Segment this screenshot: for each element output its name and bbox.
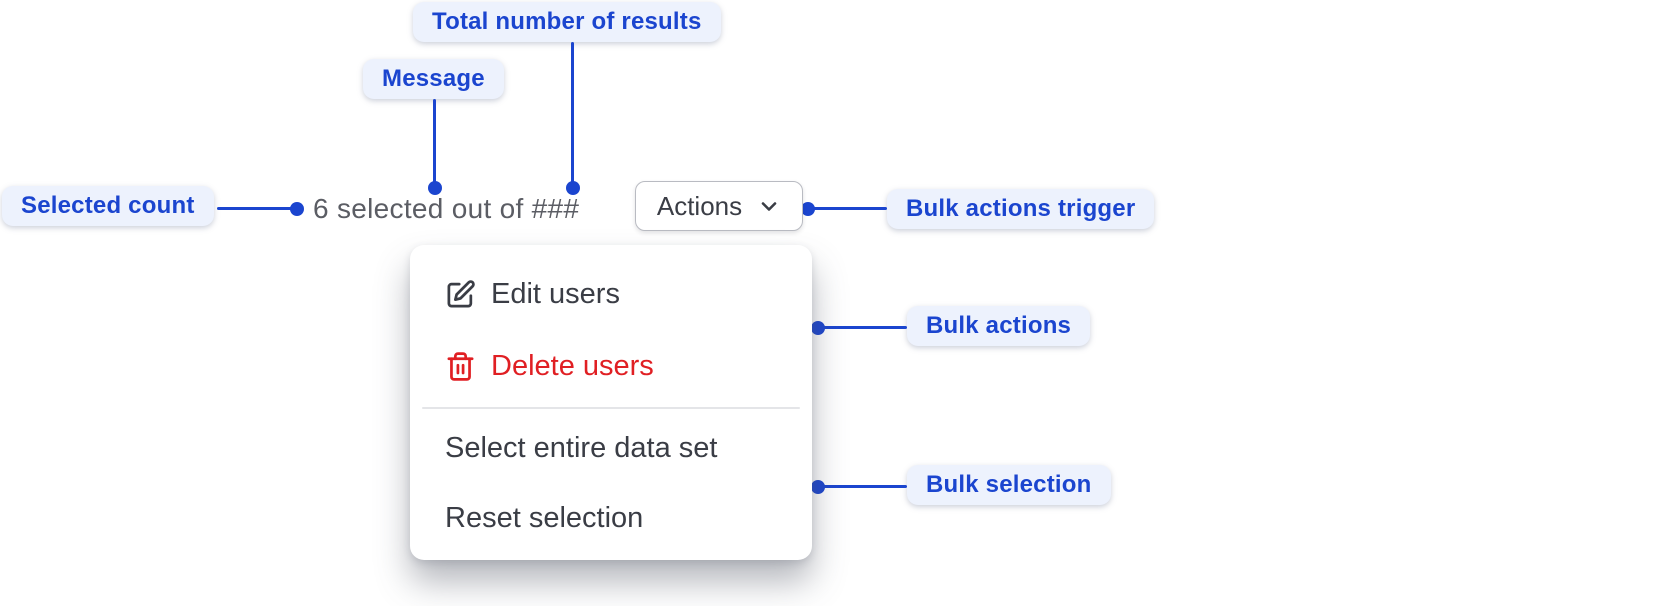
- connector-dot-bulk-selection: [811, 480, 825, 494]
- connector-dot-selected-count: [290, 202, 304, 216]
- menu-item-label: Select entire data set: [445, 431, 718, 464]
- menu-item-select-entire-data-set[interactable]: Select entire data set: [410, 414, 812, 482]
- annotation-message: Message: [363, 59, 504, 99]
- trash-icon: [445, 351, 476, 382]
- menu-item-delete-users[interactable]: Delete users: [410, 330, 812, 402]
- annotation-bulk-actions: Bulk actions: [907, 306, 1091, 346]
- menu-item-edit-users[interactable]: Edit users: [410, 258, 812, 330]
- connector-dot-bulk-actions: [811, 321, 825, 335]
- menu-item-label: Reset selection: [445, 501, 644, 534]
- annotation-selected-count: Selected count: [2, 186, 214, 226]
- bulk-actions-menu: Edit users Delete users Select entire da…: [410, 245, 812, 560]
- menu-item-reset-selection[interactable]: Reset selection: [410, 482, 812, 554]
- annotation-total-number-of-results: Total number of results: [413, 2, 721, 42]
- menu-divider: [422, 407, 800, 409]
- connector-dot-total-results: [566, 181, 580, 195]
- connector-dot-bulk-actions-trigger: [801, 202, 815, 216]
- edit-icon: [445, 279, 476, 310]
- menu-item-label: Delete users: [491, 349, 654, 382]
- connector-line-total-results: [571, 42, 574, 184]
- annotation-bulk-selection: Bulk selection: [907, 465, 1111, 505]
- annotation-bulk-actions-trigger: Bulk actions trigger: [887, 189, 1155, 229]
- selection-message: 6 selected out of ###: [313, 193, 580, 224]
- connector-line-bulk-selection: [822, 485, 907, 488]
- connector-line-bulk-actions-trigger: [812, 207, 887, 210]
- actions-button-label: Actions: [656, 190, 743, 221]
- bulk-actions-trigger-button[interactable]: Actions: [635, 181, 803, 231]
- connector-dot-message: [428, 181, 442, 195]
- connector-line-bulk-actions: [822, 326, 907, 329]
- connector-line-selected-count: [217, 207, 293, 210]
- chevron-down-icon: [757, 194, 781, 218]
- menu-item-label: Edit users: [491, 277, 620, 310]
- connector-line-message: [433, 99, 436, 184]
